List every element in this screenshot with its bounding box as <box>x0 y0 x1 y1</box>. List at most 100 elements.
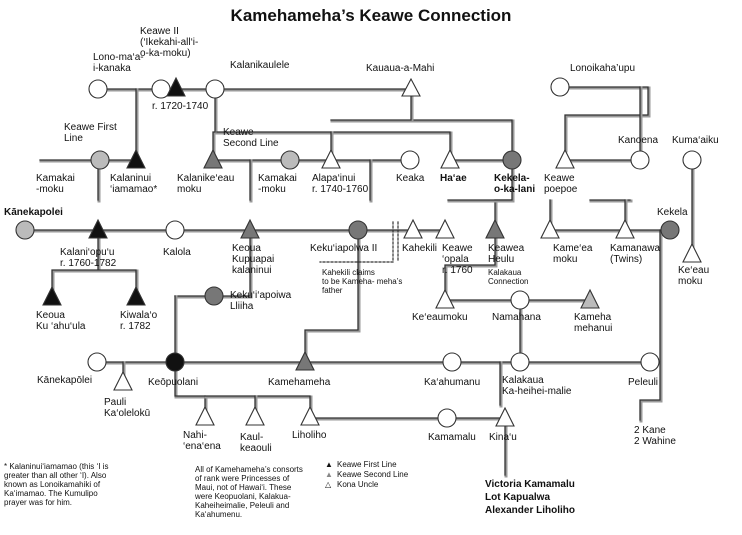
label-kanekapolei1: Kānekapolei <box>4 207 63 218</box>
connector <box>639 361 661 421</box>
node-pauli <box>113 370 133 391</box>
node-kalakaua-ka-heihei <box>510 352 530 372</box>
node-kauaua <box>401 77 421 97</box>
connector <box>212 88 216 156</box>
node-nahienaena <box>195 405 215 426</box>
label-kamanawa: Kamanawa(Twins) <box>610 243 661 265</box>
label-kamakai1: Kamakai-moku <box>36 173 75 195</box>
label-kalanikaulele: Kalanikaulele <box>230 60 290 71</box>
node-liholiho <box>300 405 320 426</box>
label-kaahumanu: Ka‘ahumanu <box>424 377 481 388</box>
node-kamakai1 <box>90 150 110 170</box>
node-kekela-o-ka-lani <box>502 150 522 170</box>
node-keawea-heulu <box>485 218 505 239</box>
label-kamehameha: Kamehameha <box>268 377 331 388</box>
node-kanoena <box>630 150 650 170</box>
connector <box>559 86 649 151</box>
label-keaka: Keaka <box>396 173 425 184</box>
node-keawe-poepoe <box>555 148 575 169</box>
node-alapainui <box>321 148 341 169</box>
legend-item-first-line: ▲Keawe First Line <box>325 460 397 469</box>
label-kalaninui: Kalaninui‘iamamao* <box>110 173 158 195</box>
node-kekela <box>660 220 680 240</box>
label-namahana: Namahana <box>492 312 541 323</box>
label-keawe-ii-reign: r. 1720-1740 <box>152 101 209 112</box>
connector <box>51 229 99 291</box>
node-kamanawa <box>615 218 635 239</box>
label-nahienaena: Nahi-‘ena‘ena <box>183 430 221 452</box>
node-kalanikeeau <box>203 148 223 169</box>
legend-item-second-line: ▲Keawe Second Line <box>325 470 409 479</box>
node-keeau-moku-right <box>682 242 702 263</box>
label-kaulkeaouli: Kaul-keaouli <box>240 432 272 454</box>
label-kanekapolei2: Kānekapōlei <box>37 375 93 386</box>
connector <box>204 395 311 411</box>
node-kanekapolei1 <box>15 220 35 240</box>
node-kamakai2 <box>280 150 300 170</box>
connector <box>174 361 206 411</box>
label-keopuolani: Keōpuolani <box>148 377 199 388</box>
label-kumaaiku: Kuma‘aiku <box>672 135 719 146</box>
label-peleuli: Peleuli <box>628 377 659 388</box>
label-keeaumoku: Ke‘eaumoku <box>412 312 468 323</box>
label-kekela-o-ka-lani: Kekela-o-ka-lani <box>494 173 536 195</box>
node-lono <box>88 79 108 99</box>
legend-item-kona-uncle: △Kona Uncle <box>325 480 379 489</box>
label-keawe-ii: Keawe II(‘Ikekahi-all‘i-o-ka-moku) <box>140 26 199 59</box>
connector-shadow <box>204 395 313 413</box>
node-keoua-kupuapai <box>240 218 260 239</box>
connector-shadow <box>559 86 651 153</box>
node-lonoikahaupu <box>550 77 570 97</box>
connector <box>216 131 451 153</box>
node-kamamalu <box>437 408 457 428</box>
label-kalola: Kalola <box>163 247 191 258</box>
node-kaulkeaouli <box>245 405 265 426</box>
node-kinau <box>495 406 515 427</box>
connector-shadow <box>330 119 515 163</box>
node-kalola <box>165 220 185 240</box>
label-kahekili: Kahekili <box>402 243 438 254</box>
connector-shadow <box>639 361 663 423</box>
label-lono: Lono-ma‘a-i-kanaka <box>93 52 144 74</box>
connector <box>304 229 359 356</box>
label-kauaua: Kauaua-a-Mahi <box>366 63 435 74</box>
label-liholiho: Liholiho <box>292 430 327 441</box>
label-haae: Ha‘ae <box>440 173 467 184</box>
connector-shadow <box>216 131 453 155</box>
node-keoua-kuahuula <box>42 285 62 306</box>
label-kamakai2: Kamakai-moku <box>258 173 297 195</box>
legend: ▲Keawe First Line ▲Keawe Second Line △Ko… <box>325 460 408 490</box>
node-keeaumoku <box>435 288 455 309</box>
connector <box>97 269 137 291</box>
node-kalanikaulele <box>205 79 225 99</box>
node-kanekapolei2 <box>87 352 107 372</box>
node-kalaninui <box>126 148 146 169</box>
connector-shadow <box>212 88 218 158</box>
connector-shadow <box>304 229 361 358</box>
label-kamamalu: Kamamalu <box>428 432 476 443</box>
node-keawe-ii <box>166 76 186 97</box>
node-kameeia <box>540 218 560 239</box>
node-peleuli <box>640 352 660 372</box>
diagram-title: Kamehameha’s Keawe Connection <box>230 6 512 25</box>
node-kamehameha <box>295 350 315 371</box>
